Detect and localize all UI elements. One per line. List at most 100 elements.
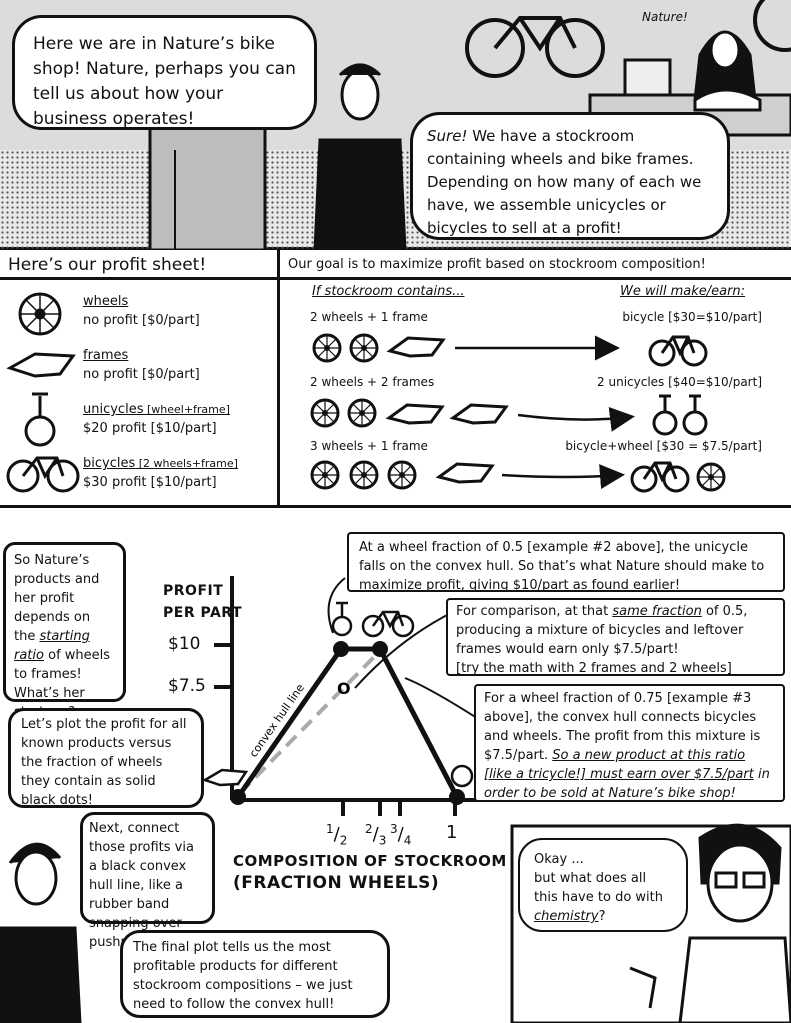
- goal-panel: [280, 250, 791, 508]
- host-figure: [313, 63, 407, 250]
- scientist-line2: but what does all this have to do with c…: [534, 869, 672, 926]
- ytick-75-label: $7.5: [168, 676, 206, 696]
- nature-speech-rest: We have a stockroom containing wheels an…: [427, 127, 702, 237]
- hanging-wheel-icon: [753, 0, 791, 52]
- nature-speech-bubble: Sure! We have a stockroom containing whe…: [410, 112, 730, 240]
- arrow-icon: [517, 406, 635, 432]
- ytick-10-label: $10: [168, 634, 201, 654]
- info-box-3-text: For a wheel fraction of 0.75 [example #3…: [484, 689, 775, 803]
- goal-row-1-contains: 2 wheels + 1 frame: [310, 310, 428, 324]
- pointer-line: [404, 677, 481, 721]
- info-box-2: For comparison, at that same fraction of…: [446, 598, 785, 676]
- unicycle-profit-point: [333, 641, 349, 657]
- goal-row-1-inputs: [312, 333, 445, 363]
- frame-icon: [387, 403, 444, 425]
- goal-diagram: [310, 333, 726, 493]
- profit-item-detail: [2 wheels+frame]: [135, 457, 238, 470]
- info-box-2-hint: [try the math with 2 frames and 2 wheels…: [456, 661, 732, 676]
- profit-sheet-title: Here’s our profit sheet!: [8, 255, 207, 275]
- host-speech-bubble: Here we are in Nature’s bike shop! Natur…: [12, 15, 317, 130]
- info-box-2-part1: For comparison, at that: [456, 604, 613, 619]
- y-axis-label-line2: PER PART: [163, 605, 242, 621]
- unicycle-icon: [652, 394, 678, 436]
- xtick-two-thirds-label: 2/3: [365, 822, 387, 848]
- unicycle-icon: [24, 392, 56, 447]
- frame-icon: [388, 336, 445, 358]
- profit-item-name: frames: [83, 348, 129, 363]
- note-c-text: Next, connect those profits via a black …: [89, 821, 194, 950]
- hanging-bicycle-icon: [465, 16, 605, 78]
- scientist-part2: but what does all this have to do with: [534, 871, 663, 905]
- profit-row-bicycles: bicycles [2 wheels+frame] $30 profit [$1…: [83, 454, 278, 492]
- wheel-icon: [387, 460, 417, 490]
- xtick-half-label: 1/2: [326, 822, 348, 848]
- nature-tag: Nature!: [642, 10, 688, 24]
- wheel-icon: [349, 333, 379, 363]
- profit-sheet-icons: [6, 292, 80, 493]
- profit-item-value: $30 profit [$10/part]: [83, 475, 217, 490]
- x-axis-label-line2: (FRACTION WHEELS): [233, 873, 440, 893]
- scientist-underline: chemistry: [534, 909, 599, 924]
- host-speech-text: Here we are in Nature’s bike shop! Natur…: [33, 34, 296, 129]
- bicycle-icon: [6, 456, 80, 493]
- profit-sheet-header: Here’s our profit sheet!: [0, 250, 277, 280]
- y-axis-label-line1: PROFIT: [163, 583, 224, 599]
- profit-item-name: bicycles: [83, 456, 136, 471]
- goal-title: Our goal is to maximize profit based on …: [288, 257, 706, 272]
- scientist-speech-bubble: Okay ... but what does all this have to …: [518, 838, 688, 932]
- info-box-3-underline: So a new product at this ratio [like a t…: [484, 748, 754, 782]
- unicycle-icon: [331, 601, 353, 637]
- goal-row-2-inputs: [310, 398, 508, 428]
- scientist-line1: Okay ...: [534, 852, 584, 867]
- y-axis-label: PROFIT PER PART: [163, 580, 242, 624]
- wheel-icon: [18, 292, 62, 336]
- xtick-one-label: 1: [446, 822, 458, 843]
- info-box-1: At a wheel fraction of 0.5 [example #2 a…: [347, 532, 785, 593]
- profit-sheet-panel: [0, 250, 280, 508]
- wheel-icon: [450, 764, 474, 788]
- note-a-underline: starting ratio: [14, 629, 90, 663]
- x-axis-label: COMPOSITION OF STOCKROOM (FRACTION WHEEL…: [233, 850, 507, 894]
- nature-speech-text: Sure! We have a stockroom containing whe…: [427, 125, 713, 240]
- open-circle-label: O: [337, 679, 351, 698]
- profit-row-frames: frames no profit [$0/part]: [83, 346, 273, 384]
- hull-label: convex hull line: [247, 681, 307, 759]
- convex-hull-line: [235, 646, 460, 799]
- frame-icon: [437, 462, 494, 484]
- profit-item-value: no profit [$0/part]: [83, 367, 200, 382]
- goal-row-3-earn: bicycle+wheel [$30 = $7.5/part]: [565, 439, 762, 453]
- nature-figure: [693, 30, 762, 112]
- goal-left-header: If stockroom contains...: [312, 284, 465, 299]
- host-thinking-figure: [0, 842, 82, 1023]
- goal-row-2-contains: 2 wheels + 2 frames: [310, 375, 435, 389]
- note-d-bubble: The final plot tells us the most profita…: [120, 930, 390, 1018]
- wheel-icon: [696, 462, 726, 492]
- profit-item-name: unicycles: [83, 402, 144, 417]
- scientist-figure: [629, 823, 791, 1023]
- wheel-icon: [310, 460, 340, 490]
- wheel-profit-point: [449, 789, 465, 805]
- goal-row-2-earn: 2 unicycles [$40=$10/part]: [597, 375, 762, 389]
- goal-row-3-inputs: [310, 460, 494, 490]
- wheel-icon: [347, 398, 377, 428]
- profit-item-value: $20 profit [$10/part]: [83, 421, 217, 436]
- bicycle-icon: [648, 335, 708, 367]
- info-box-3-part2: in order to be sold at Nature’s bike sho…: [484, 767, 770, 801]
- profit-item-name: wheels: [83, 294, 129, 309]
- info-box-1-text: At a wheel fraction of 0.5 [example #2 a…: [359, 540, 765, 593]
- bicycle-icon: [630, 461, 690, 493]
- wheel-icon: [310, 398, 340, 428]
- profit-item-detail: [wheel+frame]: [143, 403, 230, 416]
- arrow-icon: [501, 464, 625, 490]
- x-axis-label-line1: COMPOSITION OF STOCKROOM: [233, 852, 507, 870]
- info-box-2-text: For comparison, at that same fraction of…: [456, 602, 775, 659]
- note-c-bubble: Next, connect those profits via a black …: [80, 812, 215, 950]
- nature-speech-lead: Sure!: [427, 127, 468, 145]
- info-box-2-underline: same fraction: [612, 604, 702, 619]
- frame-icon: [201, 768, 249, 787]
- goal-header: Our goal is to maximize profit based on …: [280, 250, 791, 280]
- xtick-three-quarters-label: 3/4: [390, 822, 412, 848]
- goal-row-1-earn: bicycle [$30=$10/part]: [622, 310, 762, 324]
- frame-icon: [451, 403, 508, 425]
- frame-profit-point: [230, 789, 246, 805]
